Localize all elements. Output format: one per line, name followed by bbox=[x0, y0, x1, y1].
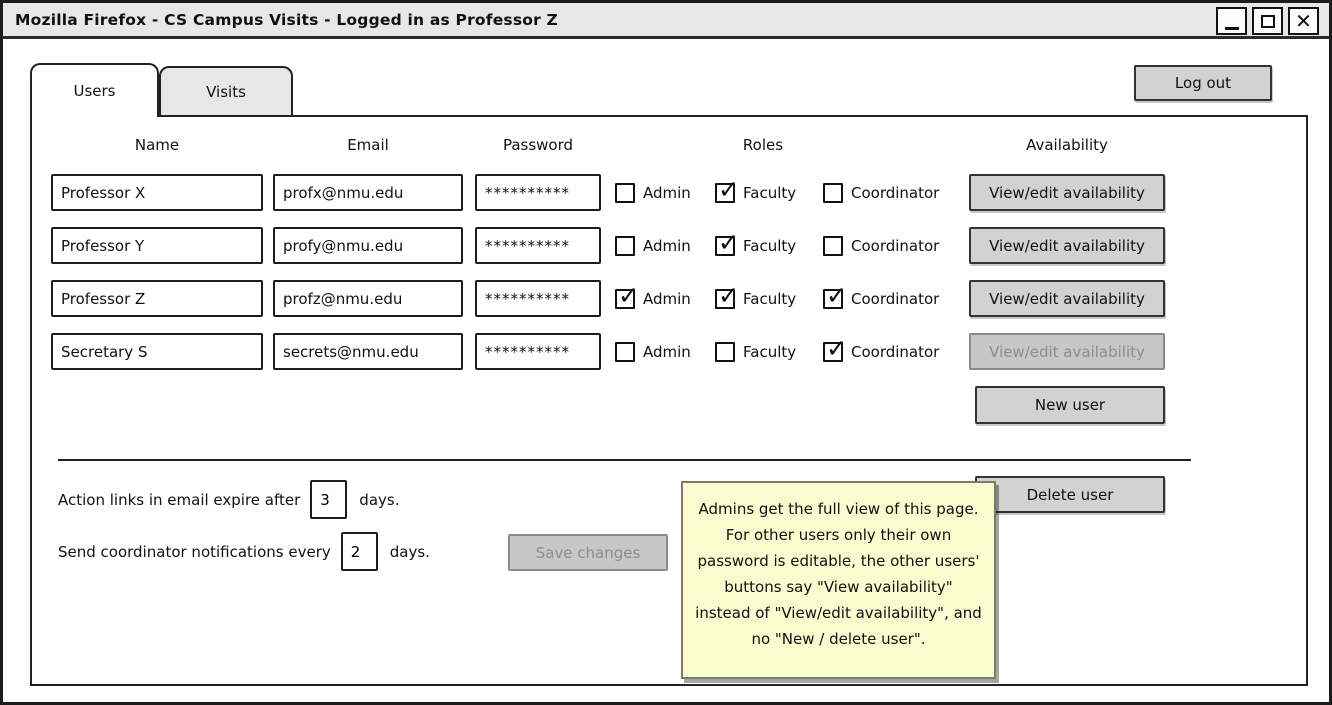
user-password-input[interactable] bbox=[475, 280, 601, 317]
user-name-input[interactable] bbox=[51, 333, 263, 370]
coordinator-label: Coordinator bbox=[851, 343, 940, 361]
faculty-label: Faculty bbox=[743, 290, 797, 308]
admin-checkbox[interactable]: ✓ bbox=[615, 236, 635, 256]
coordinator-checkbox[interactable]: ✓ bbox=[823, 183, 843, 203]
user-row: ✓ Admin ✓ Faculty ✓ Coordinator View/edi… bbox=[3, 227, 1329, 267]
admin-label: Admin bbox=[643, 343, 691, 361]
section-divider bbox=[58, 459, 1191, 461]
user-email-input[interactable] bbox=[273, 280, 463, 317]
faculty-label: Faculty bbox=[743, 237, 797, 255]
expire-label-after: days. bbox=[359, 490, 400, 509]
notify-setting-row: Send coordinator notifications every day… bbox=[58, 532, 430, 571]
window-title: Mozilla Firefox - CS Campus Visits - Log… bbox=[15, 10, 558, 29]
user-password-input[interactable] bbox=[475, 174, 601, 211]
tab-visits-label: Visits bbox=[206, 82, 246, 101]
view-edit-availability-button[interactable]: View/edit availability bbox=[969, 227, 1165, 264]
coordinator-label: Coordinator bbox=[851, 184, 940, 202]
column-header-password: Password bbox=[502, 136, 574, 154]
column-header-availability: Availability bbox=[1026, 136, 1108, 154]
user-row: ✓ Admin ✓ Faculty ✓ Coordinator View/edi… bbox=[3, 280, 1329, 320]
user-password-input[interactable] bbox=[475, 227, 601, 264]
admin-checkbox[interactable]: ✓ bbox=[615, 342, 635, 362]
coordinator-checkbox[interactable]: ✓ bbox=[823, 281, 847, 310]
faculty-checkbox[interactable]: ✓ bbox=[715, 342, 735, 362]
coordinator-checkbox[interactable]: ✓ bbox=[823, 334, 847, 363]
title-bar: Mozilla Firefox - CS Campus Visits - Log… bbox=[3, 3, 1329, 39]
coordinator-label: Coordinator bbox=[851, 237, 940, 255]
expire-label-before: Action links in email expire after bbox=[58, 490, 301, 509]
maximize-button[interactable] bbox=[1252, 7, 1283, 35]
view-edit-availability-button[interactable]: View/edit availability bbox=[969, 174, 1165, 211]
tab-visits[interactable]: Visits bbox=[159, 66, 293, 115]
view-edit-availability-button[interactable]: View/edit availability bbox=[969, 280, 1165, 317]
column-header-email: Email bbox=[347, 136, 389, 154]
tab-users-label: Users bbox=[73, 82, 116, 100]
notify-label-before: Send coordinator notifications every bbox=[58, 542, 331, 561]
expire-setting-row: Action links in email expire after days. bbox=[58, 480, 399, 519]
check-icon: ✓ bbox=[826, 281, 847, 310]
faculty-label: Faculty bbox=[743, 343, 797, 361]
notify-days-input[interactable] bbox=[340, 532, 378, 571]
user-email-input[interactable] bbox=[273, 227, 463, 264]
faculty-checkbox[interactable]: ✓ bbox=[715, 175, 739, 204]
user-email-input[interactable] bbox=[273, 333, 463, 370]
window-controls: ✕ bbox=[1216, 7, 1319, 35]
faculty-checkbox[interactable]: ✓ bbox=[715, 228, 739, 257]
column-header-roles: Roles bbox=[742, 136, 784, 154]
check-icon: ✓ bbox=[718, 281, 739, 310]
check-icon: ✓ bbox=[718, 228, 739, 257]
user-name-input[interactable] bbox=[51, 227, 263, 264]
view-availability-button-disabled: View/edit availability bbox=[969, 333, 1165, 370]
admin-checkbox[interactable]: ✓ bbox=[615, 281, 639, 310]
user-row: ✓ Admin ✓ Faculty ✓ Coordinator View/edi… bbox=[3, 333, 1329, 373]
check-icon: ✓ bbox=[826, 334, 847, 363]
maximize-icon bbox=[1260, 14, 1275, 28]
logout-button[interactable]: Log out bbox=[1134, 65, 1272, 101]
user-name-input[interactable] bbox=[51, 174, 263, 211]
expire-days-input[interactable] bbox=[310, 480, 348, 519]
admin-label: Admin bbox=[643, 184, 691, 202]
check-icon: ✓ bbox=[718, 175, 739, 204]
close-icon: ✕ bbox=[1295, 9, 1312, 33]
close-button[interactable]: ✕ bbox=[1288, 7, 1319, 35]
new-user-button[interactable]: New user bbox=[975, 386, 1165, 424]
user-row: ✓ Admin ✓ Faculty ✓ Coordinator View/edi… bbox=[3, 174, 1329, 214]
admin-checkbox[interactable]: ✓ bbox=[615, 183, 635, 203]
save-changes-button: Save changes bbox=[508, 534, 668, 571]
minimize-icon bbox=[1224, 26, 1239, 30]
admin-label: Admin bbox=[643, 237, 691, 255]
coordinator-label: Coordinator bbox=[851, 290, 940, 308]
check-icon: ✓ bbox=[618, 281, 639, 310]
user-email-input[interactable] bbox=[273, 174, 463, 211]
coordinator-checkbox[interactable]: ✓ bbox=[823, 236, 843, 256]
column-header-name: Name bbox=[134, 136, 180, 154]
faculty-label: Faculty bbox=[743, 184, 797, 202]
user-password-input[interactable] bbox=[475, 333, 601, 370]
admin-label: Admin bbox=[643, 290, 691, 308]
minimize-button[interactable] bbox=[1216, 7, 1247, 35]
user-name-input[interactable] bbox=[51, 280, 263, 317]
notify-label-after: days. bbox=[389, 542, 430, 561]
annotation-note: Admins get the full view of this page. F… bbox=[681, 481, 996, 679]
delete-user-button[interactable]: Delete user bbox=[975, 476, 1165, 513]
tab-users[interactable]: Users bbox=[30, 63, 159, 117]
faculty-checkbox[interactable]: ✓ bbox=[715, 281, 739, 310]
